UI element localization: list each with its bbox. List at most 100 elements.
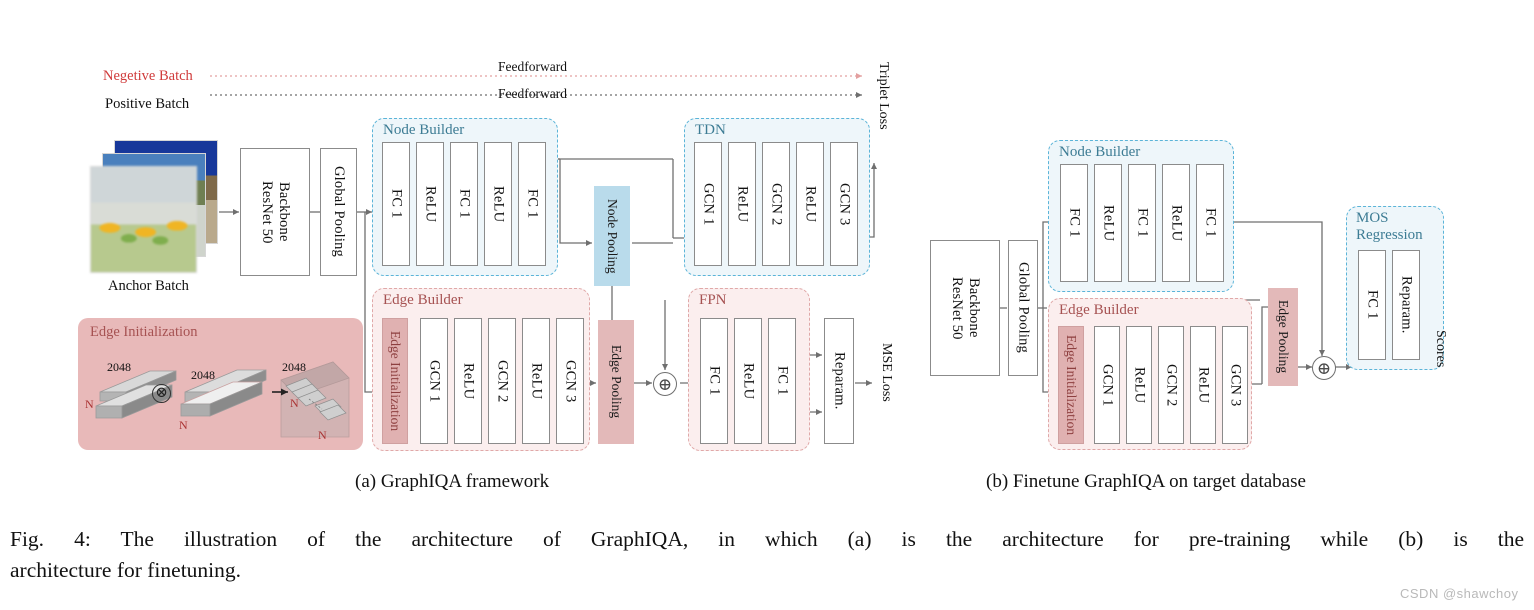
mos-regression-title-line2: Regression bbox=[1356, 227, 1423, 243]
edge-init-dim-mid: 2048 bbox=[191, 368, 215, 382]
label-feedforward-bottom: Feedforward bbox=[498, 86, 567, 101]
cell-label: FC 1 bbox=[774, 366, 791, 396]
mos-regression-title-line1: MOS bbox=[1356, 210, 1389, 226]
backbone-label-line1: ResNet 50 bbox=[259, 180, 275, 244]
edge-builder-cell-1-b: ReLU bbox=[1126, 326, 1152, 444]
tdn-cell-0: GCN 1 bbox=[694, 142, 722, 266]
tdn-title: TDN bbox=[695, 122, 726, 138]
node-builder-cell-3-a: ReLU bbox=[484, 142, 512, 266]
label-mse-loss: MSE Loss bbox=[879, 343, 894, 402]
subcaption-a: (a) GraphIQA framework bbox=[355, 471, 550, 492]
edge-builder-title-a: Edge Builder bbox=[383, 292, 463, 308]
node-builder-cell-4-b: FC 1 bbox=[1196, 164, 1224, 282]
sum-operator-b: ⊕ bbox=[1312, 356, 1336, 380]
node-builder-cell-2-a: FC 1 bbox=[450, 142, 478, 266]
mos-regression-cell-1: Reparam. bbox=[1392, 250, 1420, 360]
tdn-cell-2: GCN 2 bbox=[762, 142, 790, 266]
cell-label: FC 1 bbox=[1134, 208, 1151, 238]
edge-builder-cell-4-b: GCN 3 bbox=[1222, 326, 1248, 444]
node-builder-cell-0-a: FC 1 bbox=[382, 142, 410, 266]
anchor-batch-image-stack bbox=[90, 140, 220, 273]
cell-label: GCN 3 bbox=[1227, 363, 1244, 407]
node-builder-cell-3-b: ReLU bbox=[1162, 164, 1190, 282]
edge-initialization-cell-a: Edge Initialization bbox=[382, 318, 408, 444]
cell-label: GCN 1 bbox=[426, 359, 443, 403]
cell-label: GCN 3 bbox=[836, 182, 853, 226]
sum-operator-a: ⊕ bbox=[653, 372, 677, 396]
cell-label: ReLU bbox=[1100, 204, 1117, 242]
mos-regression-cell-0: FC 1 bbox=[1358, 250, 1386, 360]
node-pooling-label: Node Pooling bbox=[605, 198, 620, 274]
edge-builder-cell-2-b: GCN 2 bbox=[1158, 326, 1184, 444]
cell-label: ReLU bbox=[740, 362, 757, 400]
edge-init-dim-left: 2048 bbox=[107, 360, 131, 374]
reparam-block-a: Reparam. bbox=[824, 318, 854, 444]
node-builder-cell-2-b: FC 1 bbox=[1128, 164, 1156, 282]
node-builder-cell-1-b: ReLU bbox=[1094, 164, 1122, 282]
cell-label: FC 1 bbox=[1066, 208, 1083, 238]
label-triplet-loss: Triplet Loss bbox=[876, 62, 891, 130]
caption-line-2: architecture for finetuning. bbox=[10, 558, 242, 582]
edge-builder-cell-3-a: ReLU bbox=[522, 318, 550, 444]
edge-pooling-block-b: Edge Pooling bbox=[1268, 288, 1298, 386]
reparam-label: Reparam. bbox=[831, 352, 848, 410]
fpn-cell-2: FC 1 bbox=[768, 318, 796, 444]
backbone-label-line1-b: ResNet 50 bbox=[949, 276, 965, 340]
edge-initialization-cell-b: Edge Initialization bbox=[1058, 326, 1084, 444]
edge-init-n-mid: N bbox=[179, 418, 188, 432]
figure-caption: Fig. 4: The illustration of the architec… bbox=[10, 524, 1524, 586]
cell-label: ReLU bbox=[490, 185, 507, 223]
caption-line-1: Fig. 4: The illustration of the architec… bbox=[10, 527, 1524, 551]
cell-label: FC 1 bbox=[456, 189, 473, 219]
resnet50-backbone-block-a: Backbone ResNet 50 bbox=[240, 148, 310, 276]
edge-builder-cell-4-a: GCN 3 bbox=[556, 318, 584, 444]
node-builder-cell-0-b: FC 1 bbox=[1060, 164, 1088, 282]
tdn-cell-1: ReLU bbox=[728, 142, 756, 266]
edge-builder-cell-2-a: GCN 2 bbox=[488, 318, 516, 444]
edge-initialization-panel-title: Edge Initialization bbox=[90, 324, 198, 340]
global-pooling-block-a: Global Pooling bbox=[320, 148, 357, 276]
label-anchor-batch: Anchor Batch bbox=[108, 278, 189, 294]
cell-label: ReLU bbox=[1195, 366, 1212, 404]
cell-label: ReLU bbox=[734, 185, 751, 223]
global-pooling-label-b: Global Pooling bbox=[1015, 262, 1032, 354]
cell-label: GCN 3 bbox=[562, 359, 579, 403]
edge-builder-cell-0-b: GCN 1 bbox=[1094, 326, 1120, 444]
edge-init-n-right-left: N bbox=[290, 396, 299, 410]
edge-pooling-block-a: Edge Pooling bbox=[598, 320, 634, 444]
label-negative-batch: Negetive Batch bbox=[103, 68, 193, 84]
cell-label: GCN 2 bbox=[494, 359, 511, 403]
global-pooling-block-b: Global Pooling bbox=[1008, 240, 1038, 376]
backbone-label-line2-b: Backbone bbox=[966, 278, 982, 338]
edge-builder-cell-1-a: ReLU bbox=[454, 318, 482, 444]
node-builder-title-a: Node Builder bbox=[383, 122, 465, 138]
edge-init-n-left: N bbox=[85, 397, 94, 411]
global-pooling-label: Global Pooling bbox=[331, 166, 347, 258]
tdn-cell-3: ReLU bbox=[796, 142, 824, 266]
cell-label: FC 1 bbox=[1364, 290, 1381, 320]
edge-pooling-label-b: Edge Pooling bbox=[1276, 300, 1291, 374]
node-builder-title-b: Node Builder bbox=[1059, 144, 1141, 160]
cell-label: FC 1 bbox=[524, 189, 541, 219]
cell-label: GCN 2 bbox=[1163, 363, 1180, 407]
cell-label: Reparam. bbox=[1398, 276, 1415, 334]
edge-init-dim-right: 2048 bbox=[282, 360, 306, 374]
node-pooling-block-a: Node Pooling bbox=[594, 186, 630, 286]
fpn-title: FPN bbox=[699, 292, 727, 308]
edge-builder-cell-0-a: GCN 1 bbox=[420, 318, 448, 444]
edge-init-label: Edge Initialization bbox=[388, 330, 403, 432]
cell-label: FC 1 bbox=[1202, 208, 1219, 238]
cell-label: ReLU bbox=[802, 185, 819, 223]
cell-label: GCN 1 bbox=[700, 182, 717, 226]
tensor-product-operator: ⊗ bbox=[152, 384, 171, 403]
cell-label: ReLU bbox=[422, 185, 439, 223]
subcaption-b: (b) Finetune GraphIQA on target database bbox=[986, 471, 1306, 492]
cell-label: ReLU bbox=[1131, 366, 1148, 404]
label-scores: Scores bbox=[1433, 330, 1448, 368]
node-builder-cell-1-a: ReLU bbox=[416, 142, 444, 266]
cell-label: ReLU bbox=[528, 362, 545, 400]
cell-label: ReLU bbox=[1168, 204, 1185, 242]
cell-label: FC 1 bbox=[388, 189, 405, 219]
cell-label: FC 1 bbox=[706, 366, 723, 396]
